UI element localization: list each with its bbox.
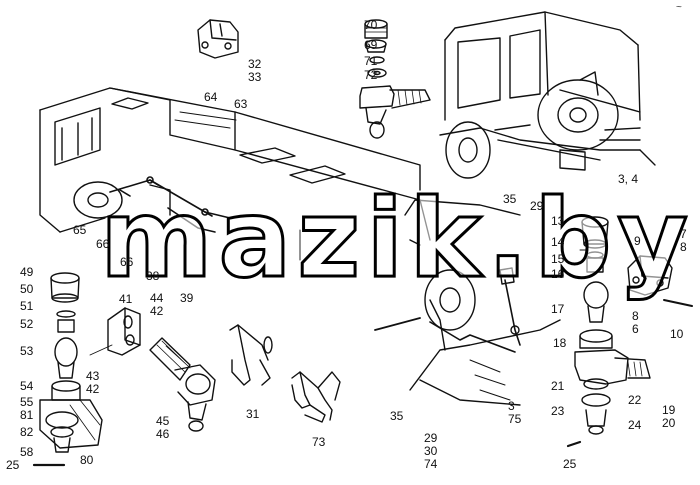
callout-15: 15 bbox=[551, 252, 565, 266]
corner-mark: ~ bbox=[676, 2, 682, 13]
part-41-plate bbox=[107, 307, 141, 356]
callout-63: 63 bbox=[234, 97, 248, 111]
callout-65: 65 bbox=[73, 223, 87, 237]
part-32-bracket bbox=[197, 19, 239, 59]
ball-joint-stack-right bbox=[566, 216, 651, 448]
callout-21: 21 bbox=[551, 379, 565, 393]
callout-66-a: 66 bbox=[96, 237, 110, 251]
callout-14: 14 bbox=[551, 235, 565, 249]
callout-69: 69 bbox=[364, 38, 378, 52]
bus-body-front bbox=[374, 199, 561, 406]
callout-38: 38 bbox=[146, 269, 160, 283]
callout-81: 81 bbox=[20, 408, 34, 422]
callout-73: 73 bbox=[312, 435, 326, 449]
spring-clip-31 bbox=[229, 324, 273, 386]
callout-35-top: 35 bbox=[503, 192, 517, 206]
callout-51: 51 bbox=[20, 299, 34, 313]
callout-55: 55 bbox=[20, 395, 34, 409]
bus-body-main bbox=[39, 87, 431, 241]
callout-3-4: 3, 4 bbox=[618, 172, 639, 186]
callout-41: 41 bbox=[119, 292, 133, 306]
callout-66-b: 66 bbox=[120, 255, 134, 269]
spring-clip-73 bbox=[291, 371, 341, 423]
callout-54: 54 bbox=[20, 379, 34, 393]
callout-72: 72 bbox=[364, 68, 378, 82]
callout-82: 82 bbox=[20, 425, 34, 439]
callout-49: 49 bbox=[20, 265, 34, 279]
callout-29-top: 29 bbox=[530, 199, 544, 213]
callout-10: 10 bbox=[670, 327, 684, 341]
callout-9: 9 bbox=[634, 234, 641, 248]
callout-23: 23 bbox=[551, 404, 565, 418]
callout-39: 39 bbox=[180, 291, 194, 305]
ball-joint-stack-left bbox=[32, 272, 103, 467]
callout-31: 31 bbox=[246, 407, 260, 421]
callout-13: 13 bbox=[551, 214, 565, 228]
part-9-bracket bbox=[627, 255, 693, 307]
callout-70: 70 bbox=[364, 18, 378, 32]
callout-50: 50 bbox=[20, 282, 34, 296]
callout-53: 53 bbox=[20, 344, 34, 358]
callout-80: 80 bbox=[80, 453, 94, 467]
callout-58: 58 bbox=[20, 445, 34, 459]
callout-22: 22 bbox=[628, 393, 642, 407]
watermark-text: mazik.by bbox=[99, 177, 694, 302]
callout-17: 17 bbox=[551, 302, 565, 316]
tie-rod-end-45 bbox=[149, 337, 216, 432]
callout-64: 64 bbox=[204, 90, 218, 104]
callout-35-bottom: 35 bbox=[390, 409, 404, 423]
callout-25-right: 25 bbox=[563, 457, 577, 471]
callout-18: 18 bbox=[553, 336, 567, 350]
tie-rod-end-top bbox=[359, 19, 431, 139]
callout-16: 16 bbox=[551, 267, 565, 281]
callout-71: 71 bbox=[364, 54, 378, 68]
bus-body-rear bbox=[439, 11, 656, 179]
callout-52: 52 bbox=[20, 317, 34, 331]
leader-lines bbox=[89, 229, 589, 356]
callout-25-left: 25 bbox=[6, 458, 20, 472]
steering-linkage-left bbox=[109, 111, 237, 233]
callout-24: 24 bbox=[628, 418, 642, 432]
